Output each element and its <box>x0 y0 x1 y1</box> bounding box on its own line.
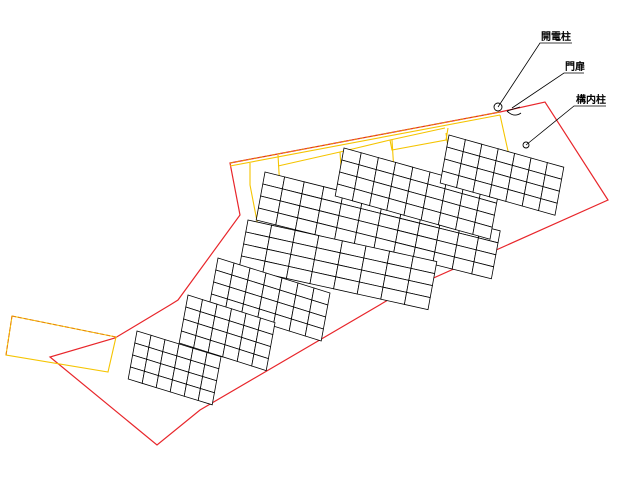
fence-top-yellow <box>229 114 501 167</box>
panel-array-3 <box>439 134 565 216</box>
solar-panel-arrays <box>127 134 565 406</box>
solar-panel <box>251 353 269 372</box>
utility-pole-icon <box>493 102 503 112</box>
label-gate: 門扉 <box>565 60 585 73</box>
fence-inner-box2 <box>389 127 449 151</box>
fence-top-dashed <box>229 111 501 164</box>
solar-panel <box>197 387 215 406</box>
gate-icon <box>506 110 522 116</box>
leader-site-pole <box>525 105 606 146</box>
leader-utility-pole <box>497 42 572 108</box>
panel-array-5 <box>208 257 331 342</box>
label-site-pole: 構内柱 <box>576 93 606 106</box>
solar-panel <box>471 261 495 280</box>
panel-array-6 <box>178 294 276 372</box>
panel-array-7 <box>127 330 222 406</box>
panel-array-4 <box>238 219 438 311</box>
fence-inner-mid <box>277 127 446 167</box>
label-utility-pole: 開電柱 <box>541 30 571 43</box>
solar-panel <box>472 221 493 240</box>
site-boundary <box>48 101 609 446</box>
leader-gate <box>511 72 584 109</box>
leader-lines <box>497 42 606 146</box>
panel-array-2 <box>334 147 500 240</box>
solar-panel <box>538 198 558 216</box>
fence-left-extension <box>5 315 117 373</box>
solar-panel <box>304 323 324 342</box>
gate-leaf <box>506 106 521 112</box>
solar-panel <box>403 291 431 311</box>
site-pole-icon <box>522 141 530 149</box>
fence-left-extension-dash-2 <box>5 315 13 356</box>
